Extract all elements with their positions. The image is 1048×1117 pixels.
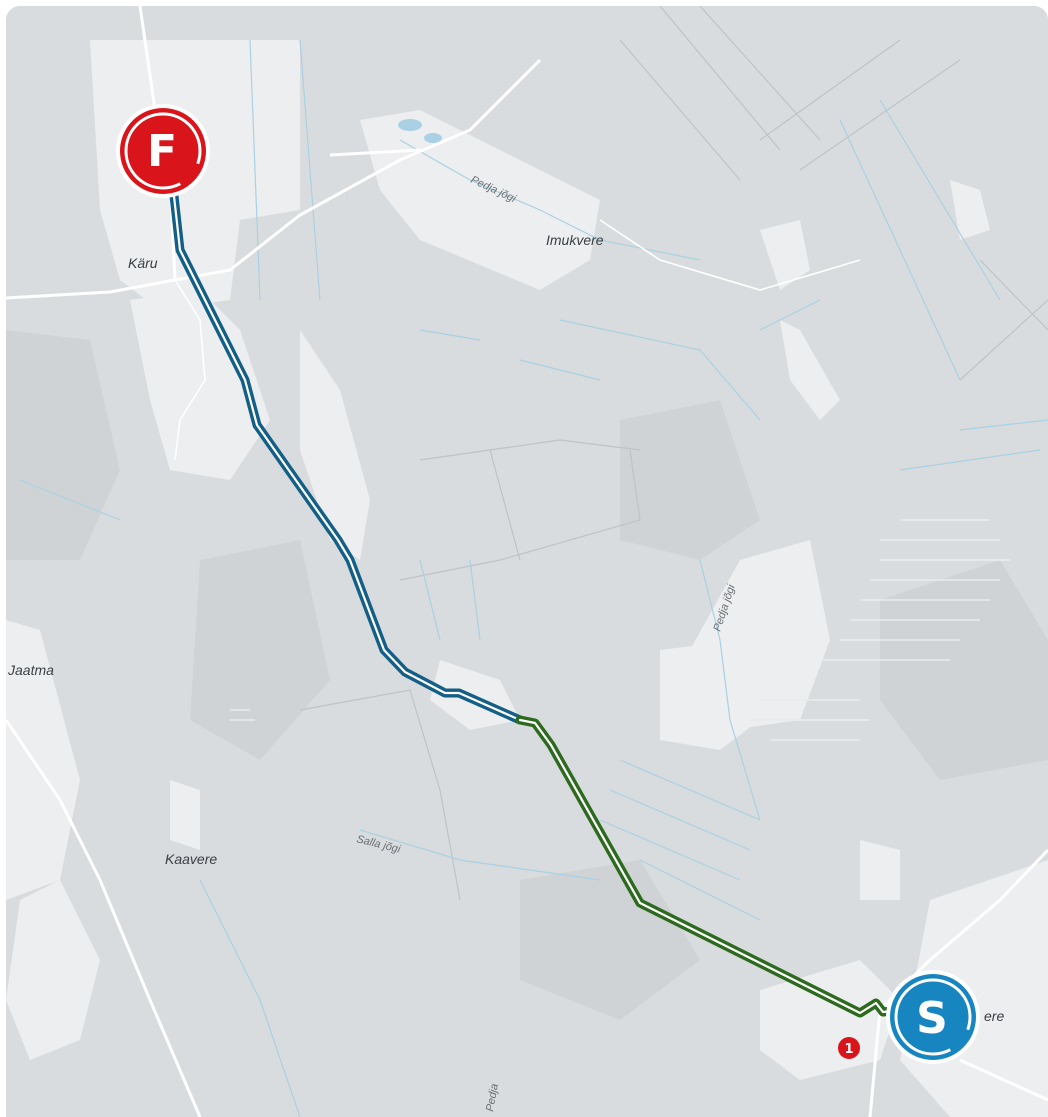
start-marker[interactable]: S	[886, 970, 980, 1064]
waypoint-marker-1[interactable]: 1	[838, 1037, 860, 1059]
waypoint-number: 1	[844, 1042, 853, 1057]
finish-marker-ring	[124, 112, 202, 190]
map-canvas: Käru Imukvere Jaatma Kaavere ere Pedja j…	[6, 6, 1048, 1117]
route-segment-2-inner	[172, 194, 522, 722]
map-view[interactable]: Käru Imukvere Jaatma Kaavere ere Pedja j…	[6, 6, 1048, 1117]
minor-roads	[174, 219, 861, 461]
finish-marker-letter: F	[147, 126, 177, 177]
finish-marker-circle	[120, 108, 206, 194]
place-label-imukvere: Imukvere	[546, 232, 604, 248]
open-land-areas	[6, 40, 1048, 1117]
place-label-jaatma: Jaatma	[7, 662, 54, 678]
place-label-kaavere: Kaavere	[165, 851, 217, 867]
finish-marker[interactable]: F	[116, 104, 210, 198]
place-label-karu: Käru	[128, 255, 158, 271]
forest-areas	[6, 330, 1048, 1020]
route-segment-1-inner	[518, 718, 902, 1015]
start-marker-circle	[890, 974, 976, 1060]
ponds	[398, 119, 442, 143]
waterways	[19, 39, 1048, 1117]
river-label-pedja-bottom: Pedja	[484, 1083, 501, 1113]
wetland-areas	[230, 519, 1010, 741]
start-marker-ring	[894, 978, 972, 1056]
start-marker-letter: S	[916, 993, 948, 1044]
parcel-lines	[299, 6, 1048, 901]
place-label-ere: ere	[984, 1008, 1004, 1024]
waypoint-circle	[838, 1037, 860, 1059]
